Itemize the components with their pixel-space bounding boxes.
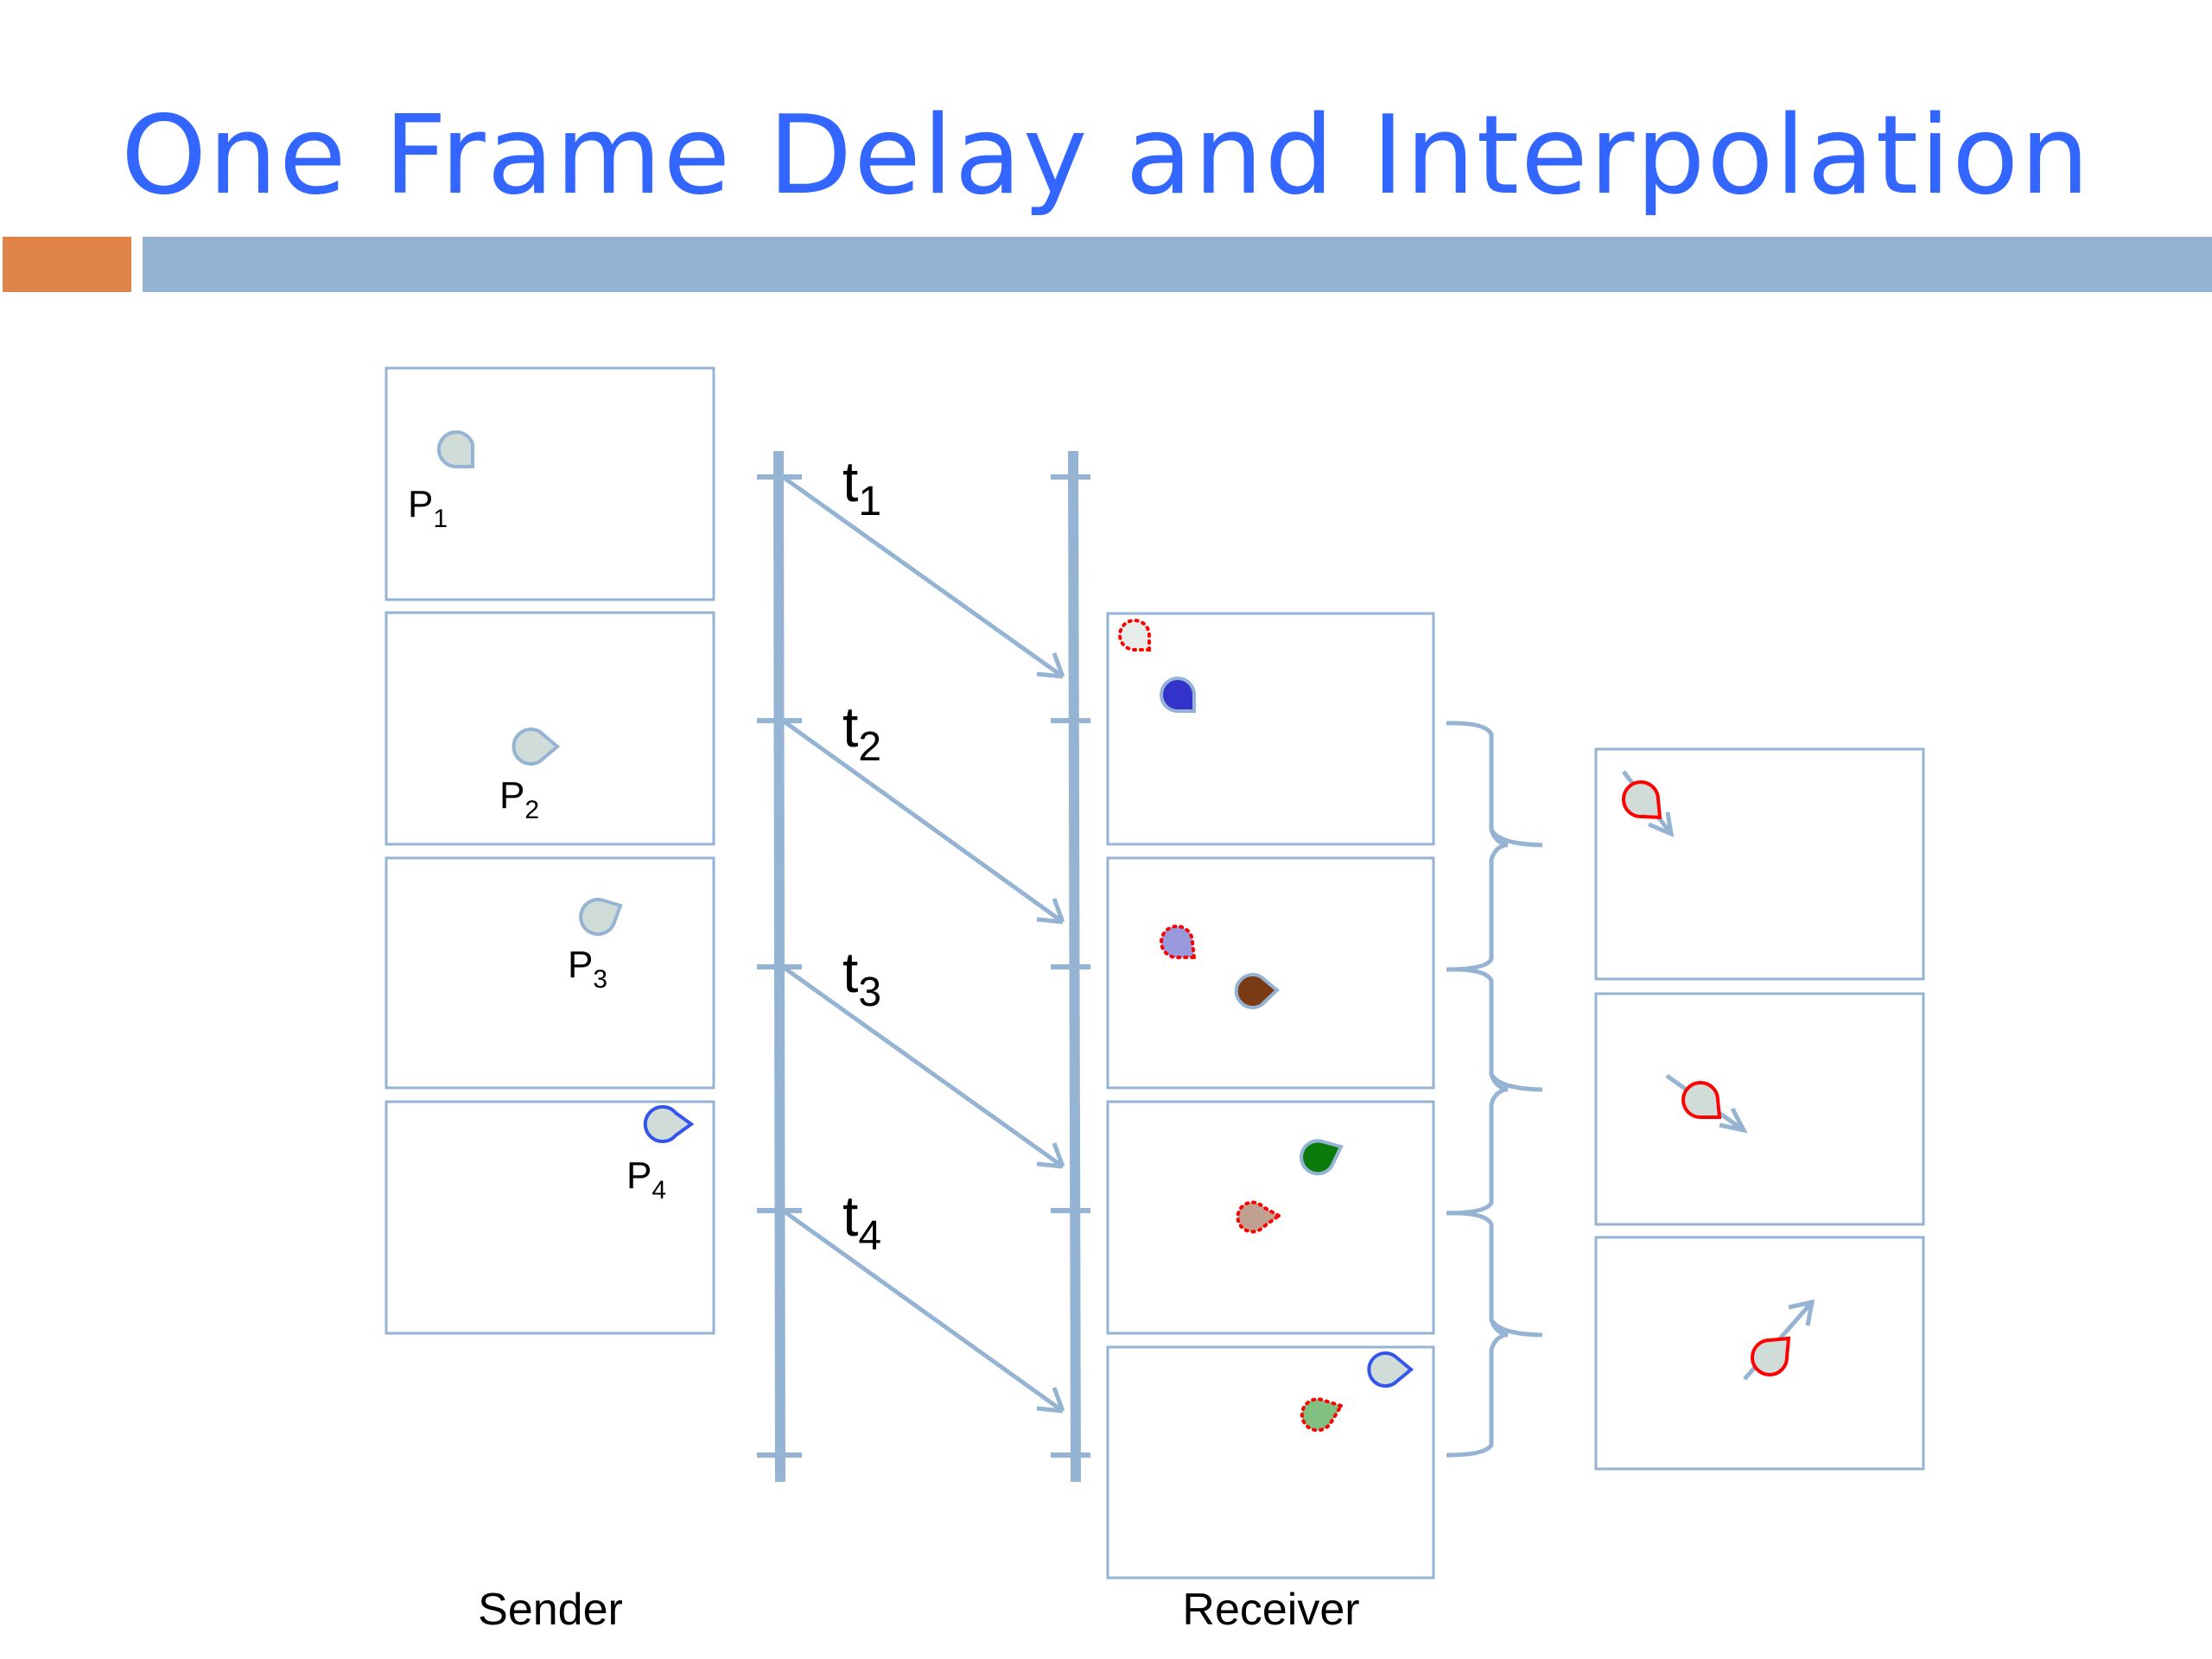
ghost-object-icon bbox=[1236, 1200, 1282, 1234]
receiver-frame bbox=[1106, 856, 1435, 1090]
receiver-label: Receiver bbox=[1182, 1585, 1359, 1635]
sender-column: P1 P2 P3 P4 bbox=[385, 366, 715, 1335]
receiver-frame bbox=[1106, 1345, 1435, 1580]
slide-title: One Frame Delay and Interpolation bbox=[120, 92, 2092, 219]
position-label: P1 bbox=[408, 483, 448, 533]
sender-frame: P4 bbox=[385, 1100, 715, 1335]
receiver-column bbox=[1106, 612, 1435, 1580]
brace bbox=[1489, 1318, 1543, 1338]
message-arrow: t4 bbox=[781, 1184, 1065, 1414]
message-time-label: t4 bbox=[842, 1184, 881, 1259]
frame-box bbox=[385, 856, 715, 1090]
object-icon bbox=[1160, 677, 1197, 713]
message-arrow: t3 bbox=[781, 940, 1065, 1169]
object-icon-interpolated bbox=[1751, 1336, 1791, 1376]
object-icon-highlighted bbox=[643, 1105, 695, 1143]
brace bbox=[1446, 967, 1509, 1216]
sender-frame: P3 bbox=[385, 856, 715, 1090]
object-icon-highlighted bbox=[1367, 1351, 1414, 1388]
ghost-object-icon bbox=[1300, 1397, 1344, 1433]
brace bbox=[1446, 1211, 1509, 1458]
frame-box bbox=[1106, 612, 1435, 846]
message-arrow: t1 bbox=[781, 449, 1065, 679]
interpolation-braces bbox=[1446, 721, 1543, 1458]
ghost-object-icon bbox=[1118, 619, 1151, 652]
brace bbox=[1446, 721, 1509, 972]
interpolated-column bbox=[1594, 747, 1925, 1471]
interpolated-frame bbox=[1594, 747, 1925, 981]
message-time-label: t2 bbox=[842, 695, 881, 770]
interpolated-frame bbox=[1594, 1236, 1925, 1471]
object-icon bbox=[579, 898, 623, 937]
sender-frame: P2 bbox=[385, 611, 715, 846]
frame-box bbox=[1594, 992, 1925, 1226]
brace bbox=[1489, 1072, 1543, 1092]
sender-frame: P1 bbox=[385, 366, 715, 601]
receiver-frame bbox=[1106, 612, 1435, 846]
object-icon bbox=[436, 430, 474, 468]
receiver-timeline bbox=[1051, 450, 1090, 1483]
message-time-label: t3 bbox=[842, 940, 881, 1015]
object-icon-interpolated bbox=[1622, 780, 1662, 820]
interpolated-frame bbox=[1594, 992, 1925, 1226]
frame-box bbox=[385, 611, 715, 846]
brace bbox=[1489, 828, 1543, 848]
frame-box bbox=[385, 366, 715, 601]
ghost-object-icon bbox=[1160, 925, 1197, 960]
header-bar bbox=[143, 237, 2212, 292]
frame-box bbox=[1106, 856, 1435, 1090]
object-icon bbox=[1300, 1139, 1344, 1176]
object-icon-interpolated bbox=[1681, 1081, 1722, 1119]
message-arrow: t2 bbox=[781, 695, 1065, 925]
position-label: P3 bbox=[568, 944, 607, 994]
accent-bar bbox=[3, 237, 131, 292]
message-arrows: t1 t2 t3 t4 bbox=[781, 449, 1065, 1414]
position-label: P4 bbox=[626, 1154, 666, 1205]
receiver-frame bbox=[1106, 1100, 1435, 1335]
object-icon bbox=[512, 728, 561, 766]
message-time-label: t1 bbox=[842, 449, 881, 524]
sender-timeline bbox=[757, 450, 802, 1483]
position-label: P2 bbox=[499, 774, 539, 824]
object-icon bbox=[1234, 973, 1281, 1009]
sender-label: Sender bbox=[478, 1585, 623, 1635]
